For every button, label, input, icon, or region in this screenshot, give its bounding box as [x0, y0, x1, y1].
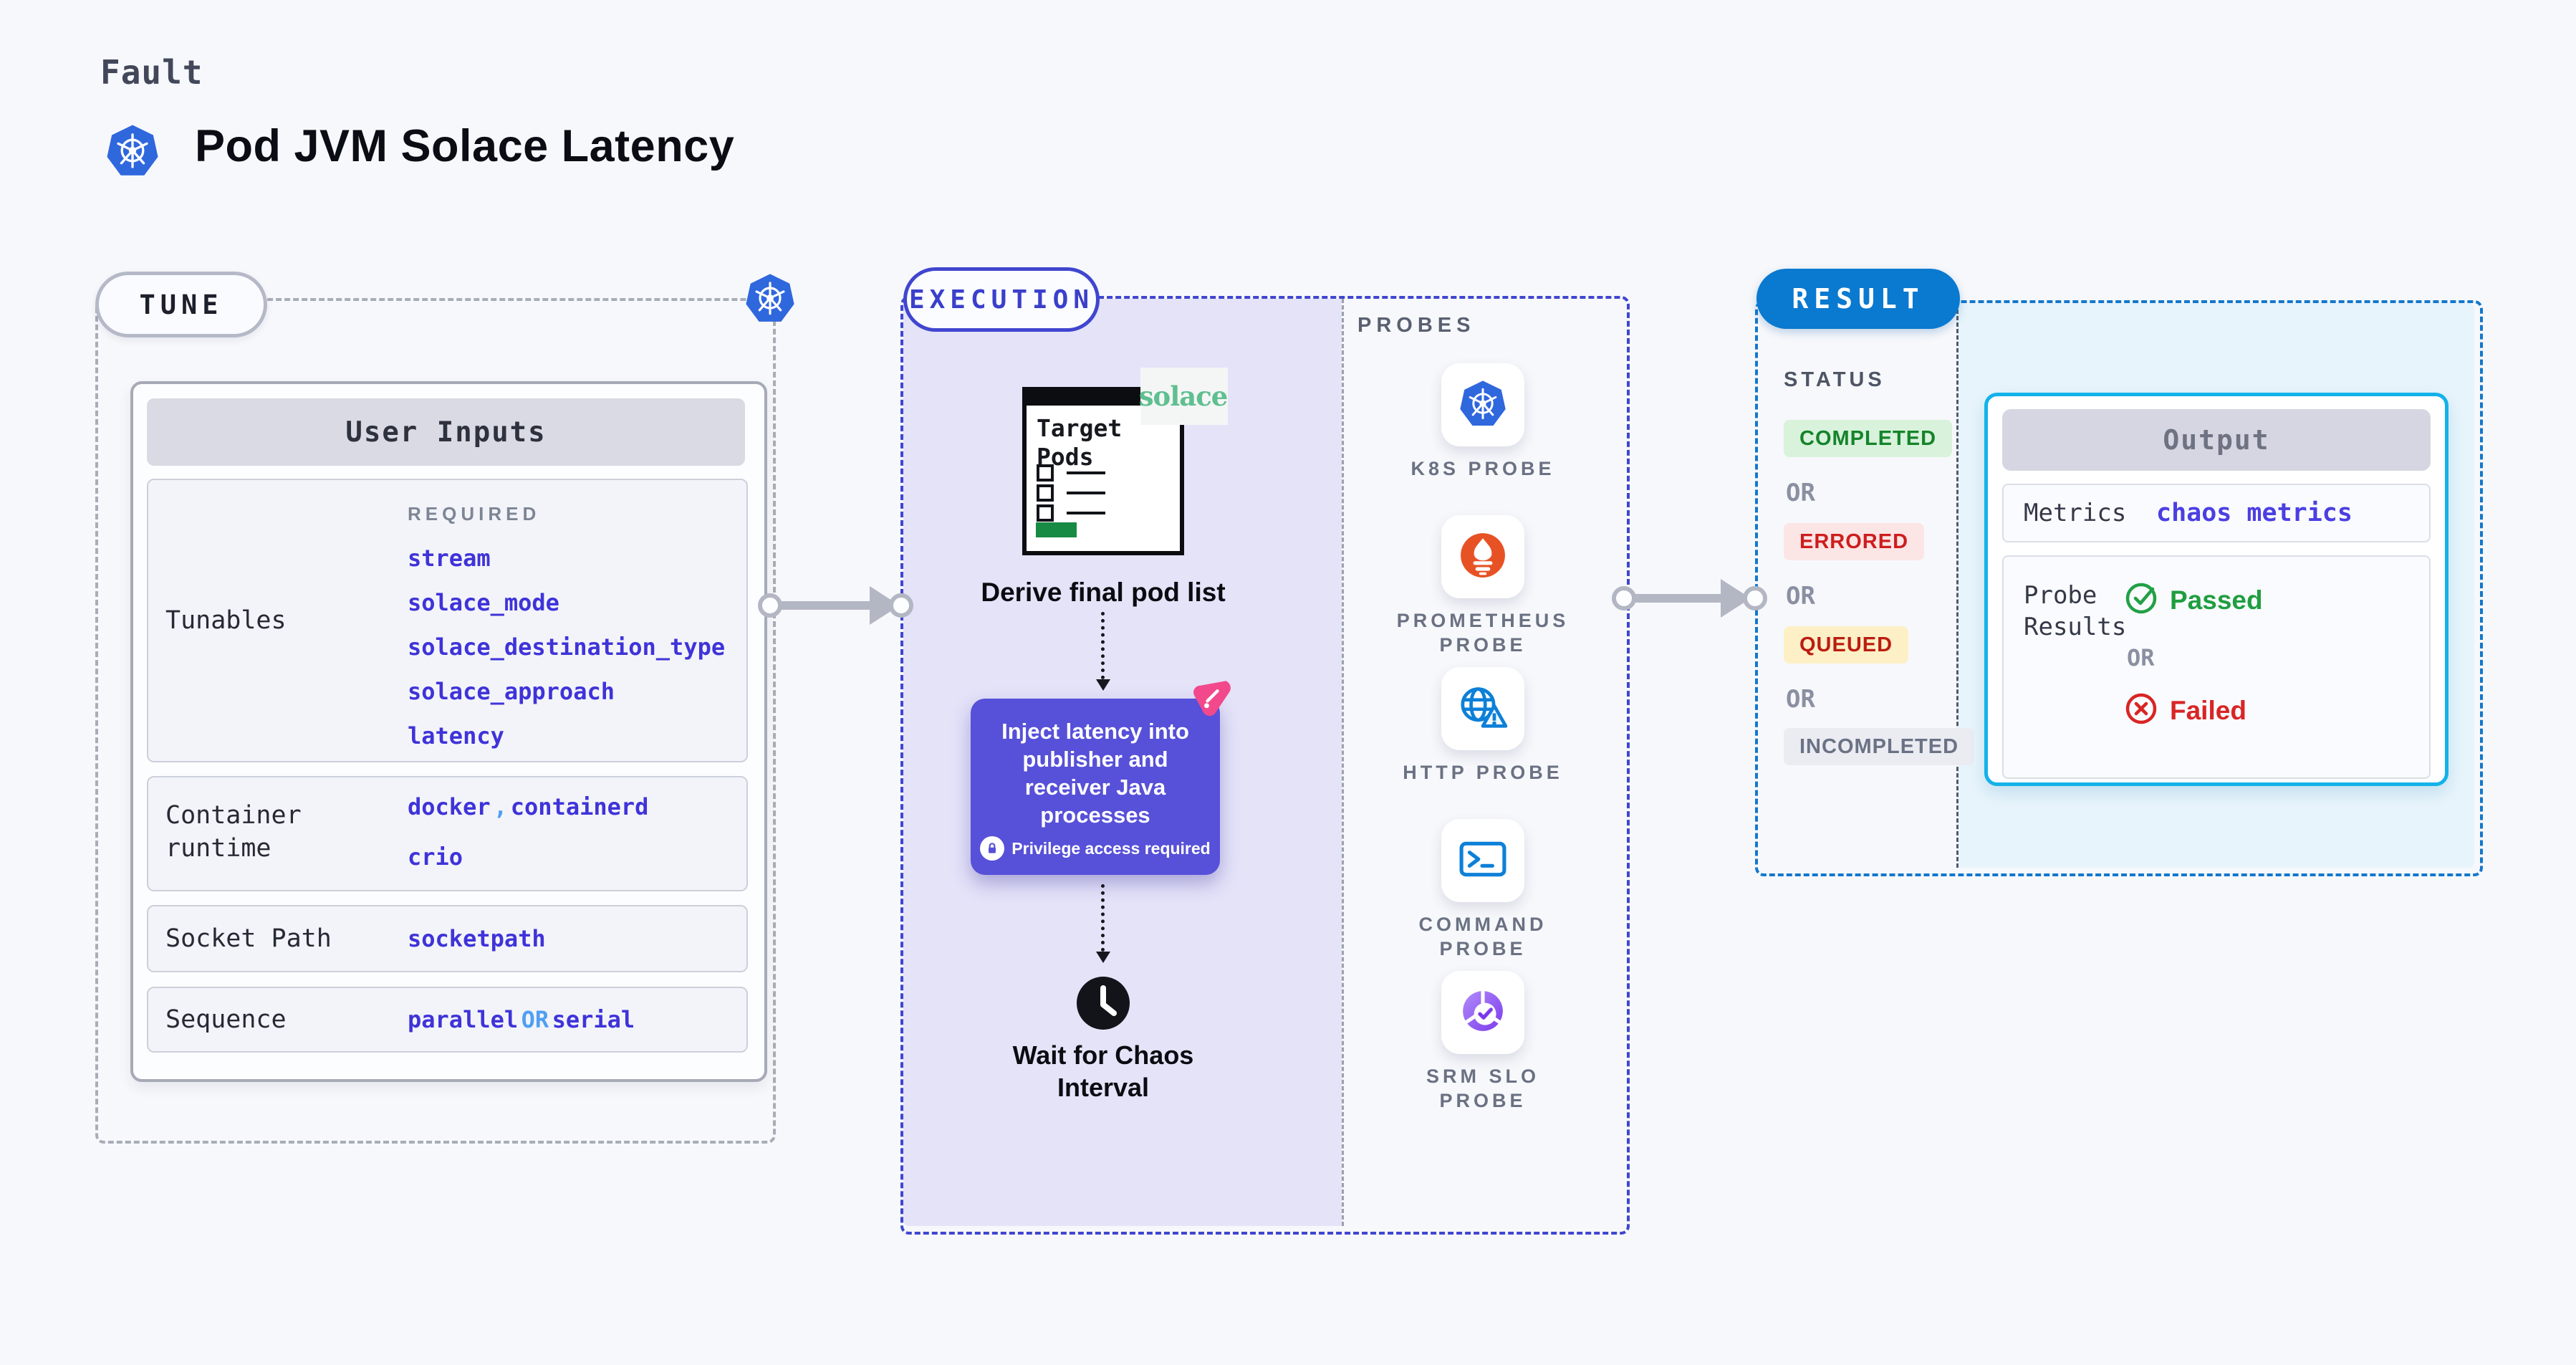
probe-results-row: Probe Results Passed OR Failed — [2002, 555, 2431, 779]
required-label: REQUIRED — [408, 503, 541, 525]
status-badge-completed: COMPLETED — [1784, 420, 1953, 457]
tunable-value: solace_approach — [408, 678, 615, 705]
page-title: Pod JVM Solace Latency — [195, 121, 735, 171]
runtime-value-docker: docker — [408, 793, 491, 820]
derive-pod-list-label: Derive final pod list — [981, 578, 1226, 607]
inject-latency-label: Inject latency into publisher and receiv… — [1001, 719, 1189, 828]
kubernetes-icon — [1459, 378, 1506, 433]
lock-icon — [980, 836, 1005, 861]
check-circle-icon — [2124, 581, 2158, 619]
probe-label: SRM SLO PROBE — [1426, 1065, 1539, 1111]
solace-wordmark: solace — [1138, 380, 1229, 412]
tune-section-container — [95, 298, 776, 1144]
passed-label: Passed — [2170, 585, 2263, 615]
flow-arrowhead-icon — [1096, 679, 1110, 691]
status-badge-incompleted: INCOMPLETED — [1784, 728, 1975, 765]
socket-path-row: Socket Path socketpath — [147, 905, 748, 972]
container-runtime-label: Container runtime — [165, 801, 302, 863]
flow-arrowhead-icon — [1096, 952, 1110, 963]
probe-card-k8s — [1441, 363, 1524, 446]
pod-list-item — [1037, 464, 1105, 482]
tunables-label: Tunables — [165, 606, 287, 635]
status-output-divider — [1956, 303, 1959, 868]
output-card: Output Metrics chaos metrics Probe Resul… — [1984, 393, 2448, 786]
chaos-pink-icon — [1192, 678, 1232, 718]
clock-icon — [1077, 977, 1130, 1030]
flow-dotted-line — [1101, 884, 1105, 952]
kubernetes-corner-icon — [745, 269, 795, 327]
slo-donut-icon — [1459, 987, 1506, 1038]
probe-label: COMMAND PROBE — [1418, 914, 1547, 959]
user-inputs-header: User Inputs — [147, 398, 745, 466]
or-label: OR — [2127, 644, 2155, 671]
tunables-row: Tunables REQUIRED stream solace_mode sol… — [147, 479, 748, 762]
metrics-label: Metrics — [2024, 499, 2127, 527]
failed-label: Failed — [2170, 695, 2246, 725]
tune-to-execution-arrow — [781, 601, 873, 610]
tunable-value: solace_destination_type — [408, 633, 726, 661]
sequence-value-serial: serial — [552, 1006, 635, 1033]
solace-logo: solace — [1138, 368, 1229, 425]
pod-list-item — [1037, 484, 1105, 502]
runtime-value-crio: crio — [408, 843, 463, 871]
or-label: OR — [1786, 582, 1815, 610]
probe-label: K8S PROBE — [1410, 458, 1555, 479]
sequence-value-parallel: parallel — [408, 1006, 519, 1033]
probe-card-srm-slo — [1441, 971, 1524, 1054]
socket-path-value: socketpath — [408, 925, 546, 952]
status-badge-queued: QUEUED — [1784, 626, 1909, 664]
probe-results-label: Probe Results — [2024, 581, 2127, 641]
execution-to-result-arrow — [1635, 594, 1724, 603]
metrics-row: Metrics chaos metrics — [2002, 484, 2431, 542]
probe-label: PROMETHEUS PROBE — [1396, 610, 1570, 656]
target-pods-label: Target Pods — [1037, 414, 1123, 471]
sequence-label: Sequence — [165, 1005, 287, 1034]
execution-section-container — [900, 296, 1630, 1235]
sequence-row: Sequence parallel OR serial — [147, 987, 748, 1053]
flow-dotted-line — [1101, 612, 1105, 679]
tunable-value: stream — [408, 545, 491, 572]
terminal-icon — [1459, 841, 1506, 881]
socket-path-label: Socket Path — [165, 924, 332, 953]
probe-card-http — [1441, 667, 1524, 750]
fault-eyebrow-label: Fault — [100, 53, 203, 92]
prometheus-icon — [1459, 532, 1506, 583]
tune-badge: TUNE — [95, 272, 267, 337]
or-label: OR — [1786, 479, 1815, 507]
kubernetes-icon — [106, 120, 159, 181]
container-runtime-row: Container runtime docker , containerd cr… — [147, 776, 748, 891]
connector-dot — [758, 593, 782, 618]
tunable-value: solace_mode — [408, 589, 559, 616]
probe-label: HTTP PROBE — [1403, 762, 1563, 783]
probes-header: PROBES — [1357, 314, 1476, 337]
sequence-or-label: OR — [521, 1006, 549, 1033]
probe-card-prometheus — [1441, 515, 1524, 598]
probes-divider — [1342, 299, 1344, 1226]
progress-bar — [1036, 522, 1077, 537]
x-circle-icon — [2124, 691, 2158, 729]
runtime-value-separator: , — [494, 793, 508, 820]
or-label: OR — [1786, 685, 1815, 714]
connector-dot — [1743, 586, 1767, 610]
pod-list-item — [1037, 504, 1105, 522]
output-header: Output — [2002, 409, 2431, 471]
status-badge-errored: ERRORED — [1784, 523, 1925, 560]
probe-card-command — [1441, 819, 1524, 902]
runtime-value-containerd: containerd — [510, 793, 649, 820]
inject-latency-step: Inject latency into publisher and receiv… — [971, 699, 1220, 875]
connector-dot — [1612, 586, 1636, 610]
tunable-value: latency — [408, 722, 504, 749]
metrics-value: chaos metrics — [2156, 499, 2352, 527]
result-badge: RESULT — [1756, 269, 1960, 329]
wait-chaos-interval-label: Wait for Chaos Interval — [1012, 1040, 1194, 1102]
connector-dot — [889, 593, 913, 618]
status-header: STATUS — [1784, 368, 1885, 391]
execution-badge: EXECUTION — [903, 267, 1100, 332]
privilege-access-label: Privilege access required — [1011, 838, 1211, 858]
privilege-access-row: Privilege access required — [971, 836, 1220, 861]
http-globe-icon — [1457, 685, 1509, 733]
